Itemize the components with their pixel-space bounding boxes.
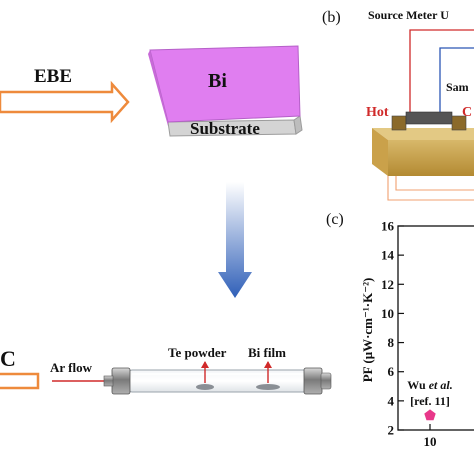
left-cap — [111, 367, 131, 395]
ar-flow-label: Ar flow — [50, 360, 93, 375]
substrate-label: Substrate — [190, 119, 260, 138]
block-front — [372, 128, 388, 176]
y-tick-label: 12 — [381, 277, 394, 292]
y-tick-label: 14 — [381, 248, 395, 263]
ref-tag: [ref. 11] — [410, 394, 450, 408]
x-ticks: 10 — [424, 424, 437, 449]
wire-red — [409, 29, 474, 120]
te-powder-pointer-head — [201, 361, 209, 368]
left-process-arrow — [0, 372, 40, 390]
x-tick-label: 10 — [424, 434, 437, 449]
measurement-setup: Hot C Sam — [366, 29, 474, 201]
sample-chip — [405, 111, 453, 125]
y-tick-label: 6 — [388, 364, 395, 379]
source-meter-title: Source Meter U — [368, 8, 449, 22]
right-cap — [303, 367, 323, 395]
y-tick-label: 10 — [381, 306, 394, 321]
data-points — [424, 409, 436, 421]
ref-author: Wu et al. — [407, 378, 452, 392]
te-powder-boat — [196, 384, 214, 390]
heater-hot — [391, 115, 407, 131]
plot-frame — [397, 225, 474, 431]
bi-film-edge — [148, 50, 168, 126]
bi-label: Bi — [208, 70, 227, 92]
sample-label: Sam — [446, 80, 469, 94]
ebe-label: EBE — [34, 66, 72, 87]
right-nozzle — [320, 372, 332, 390]
step2-prefix: C — [0, 346, 16, 371]
panel-c-label: (c) — [326, 211, 344, 228]
ebe-arrow — [0, 80, 130, 124]
y-tick-label: 2 — [388, 423, 395, 438]
hot-label: Hot — [366, 105, 389, 120]
y-tick-label: 16 — [381, 219, 395, 234]
te-powder-label: Te powder — [168, 345, 227, 360]
y-tick-label: 4 — [388, 393, 395, 408]
bi-film-pointer-head — [264, 361, 272, 368]
process-down-arrow — [218, 182, 252, 298]
panel-b-label: (b) — [322, 9, 341, 26]
left-nozzle — [103, 375, 114, 387]
wire-blue — [439, 47, 474, 120]
y-axis-label: PF (μW·cm⁻¹·K⁻²) — [360, 278, 375, 383]
bi-film-boat — [256, 384, 280, 390]
quartz-tube — [103, 367, 332, 395]
block-face — [388, 140, 474, 176]
pf-chart: 2 4 6 8 10 12 14 16 10 Wu et al. [ref. 11] — [381, 219, 474, 449]
data-point-pentagon — [424, 409, 436, 421]
heater-cold — [451, 115, 467, 131]
y-tick-label: 8 — [388, 335, 395, 350]
ebe-step: EBE — [0, 66, 130, 124]
bi-film-label: Bi film — [248, 345, 286, 360]
substrate-side — [293, 115, 303, 135]
block-top — [372, 128, 474, 140]
bi-substrate-stack: Bi Substrate — [148, 45, 303, 138]
y-ticks: 2 4 6 8 10 12 14 16 — [381, 219, 404, 438]
cold-label: C — [462, 105, 472, 120]
